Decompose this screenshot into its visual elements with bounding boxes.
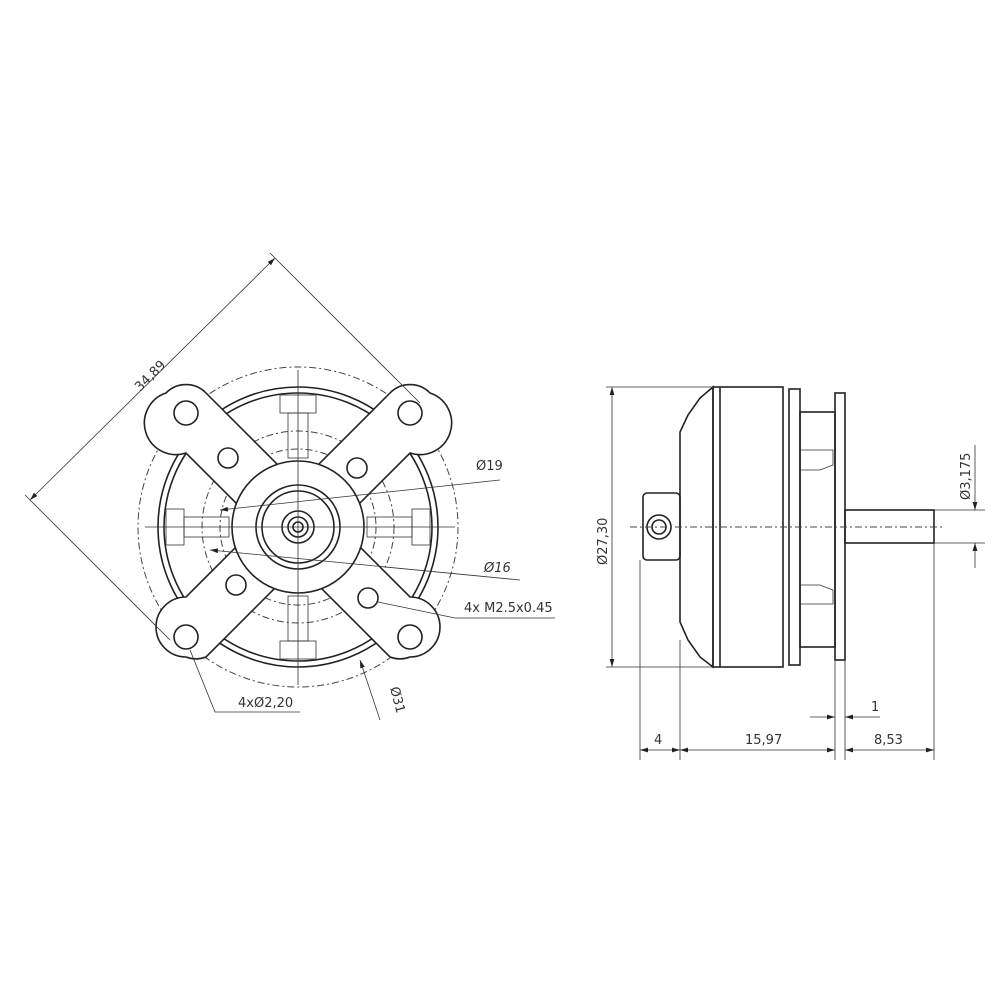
front-view: 34,89 Ø19 Ø16 4x M2.5x0.45 4xØ2,20 Ø31 <box>24 252 555 721</box>
dim-d31: Ø31 <box>386 685 407 715</box>
dim-d27-30: Ø27,30 <box>596 518 611 565</box>
dim-thread: 4x M2.5x0.45 <box>464 601 553 616</box>
dim-d3-175: Ø3,175 <box>959 453 974 500</box>
dim-8-53: 8,53 <box>874 733 903 748</box>
dim-4: 4 <box>654 733 662 748</box>
side-view: Ø27,30 Ø3,175 4 15,97 8,53 1 <box>596 385 985 760</box>
dim-34-89: 34,89 <box>132 358 169 395</box>
outer-dashed-circle <box>137 366 459 688</box>
dim-15-97: 15,97 <box>745 733 782 748</box>
dim-d16: Ø16 <box>483 561 511 576</box>
dim-d19: Ø19 <box>476 459 503 474</box>
dim-holes: 4xØ2,20 <box>238 696 293 711</box>
dim-1: 1 <box>871 700 879 715</box>
